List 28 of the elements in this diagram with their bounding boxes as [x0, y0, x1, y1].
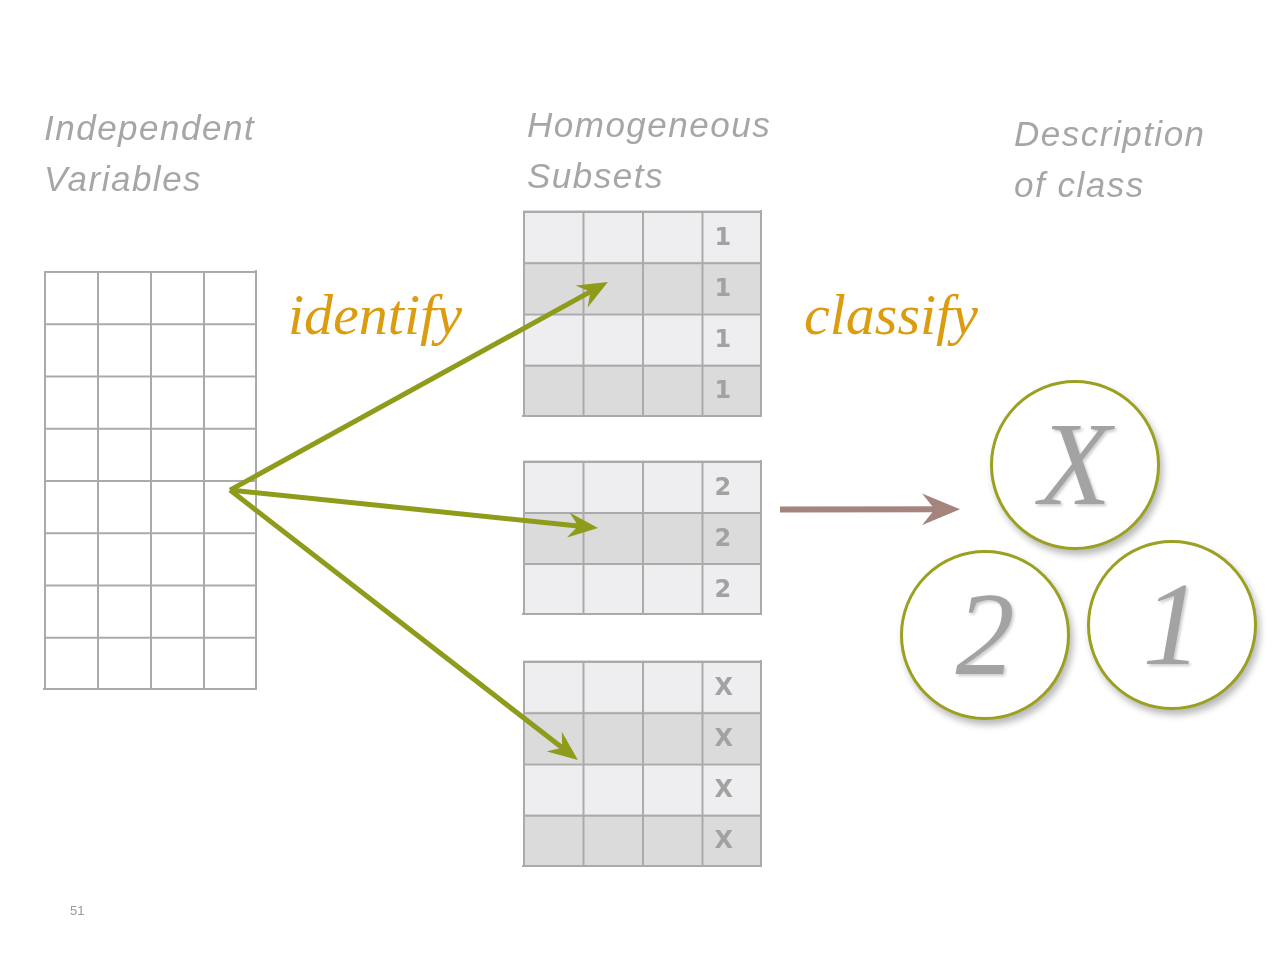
- step-label: classify: [804, 281, 978, 349]
- arrow: [229, 487, 599, 538]
- data-grid: [43, 270, 257, 690]
- class-number: X: [714, 777, 733, 802]
- column-heading: Description of class: [1014, 113, 1207, 206]
- page-number: 51: [70, 903, 85, 919]
- class-number: 1: [714, 378, 732, 403]
- class-number: X: [714, 674, 733, 699]
- subset-table: [522, 210, 762, 417]
- class-number: X: [714, 725, 733, 750]
- class-number: 1: [714, 327, 732, 352]
- class-number: X: [714, 828, 733, 853]
- class-number: 2: [714, 474, 732, 499]
- class-number: 1: [714, 224, 732, 249]
- class-number: 1: [714, 275, 732, 300]
- column-heading: Homogeneous Subsets: [527, 104, 773, 197]
- arrow: [228, 488, 578, 760]
- class-circle: [1087, 540, 1257, 710]
- subset-table: [522, 660, 762, 867]
- column-heading: Independent Variables: [44, 107, 257, 200]
- arrow: [780, 493, 961, 526]
- subset-table: [522, 460, 762, 615]
- class-number: 2: [714, 576, 732, 601]
- step-label: identify: [288, 281, 462, 349]
- class-number: 2: [714, 525, 732, 550]
- class-circle: [900, 550, 1070, 720]
- class-symbol: 2: [955, 576, 1015, 694]
- class-symbol: 1: [1142, 566, 1202, 684]
